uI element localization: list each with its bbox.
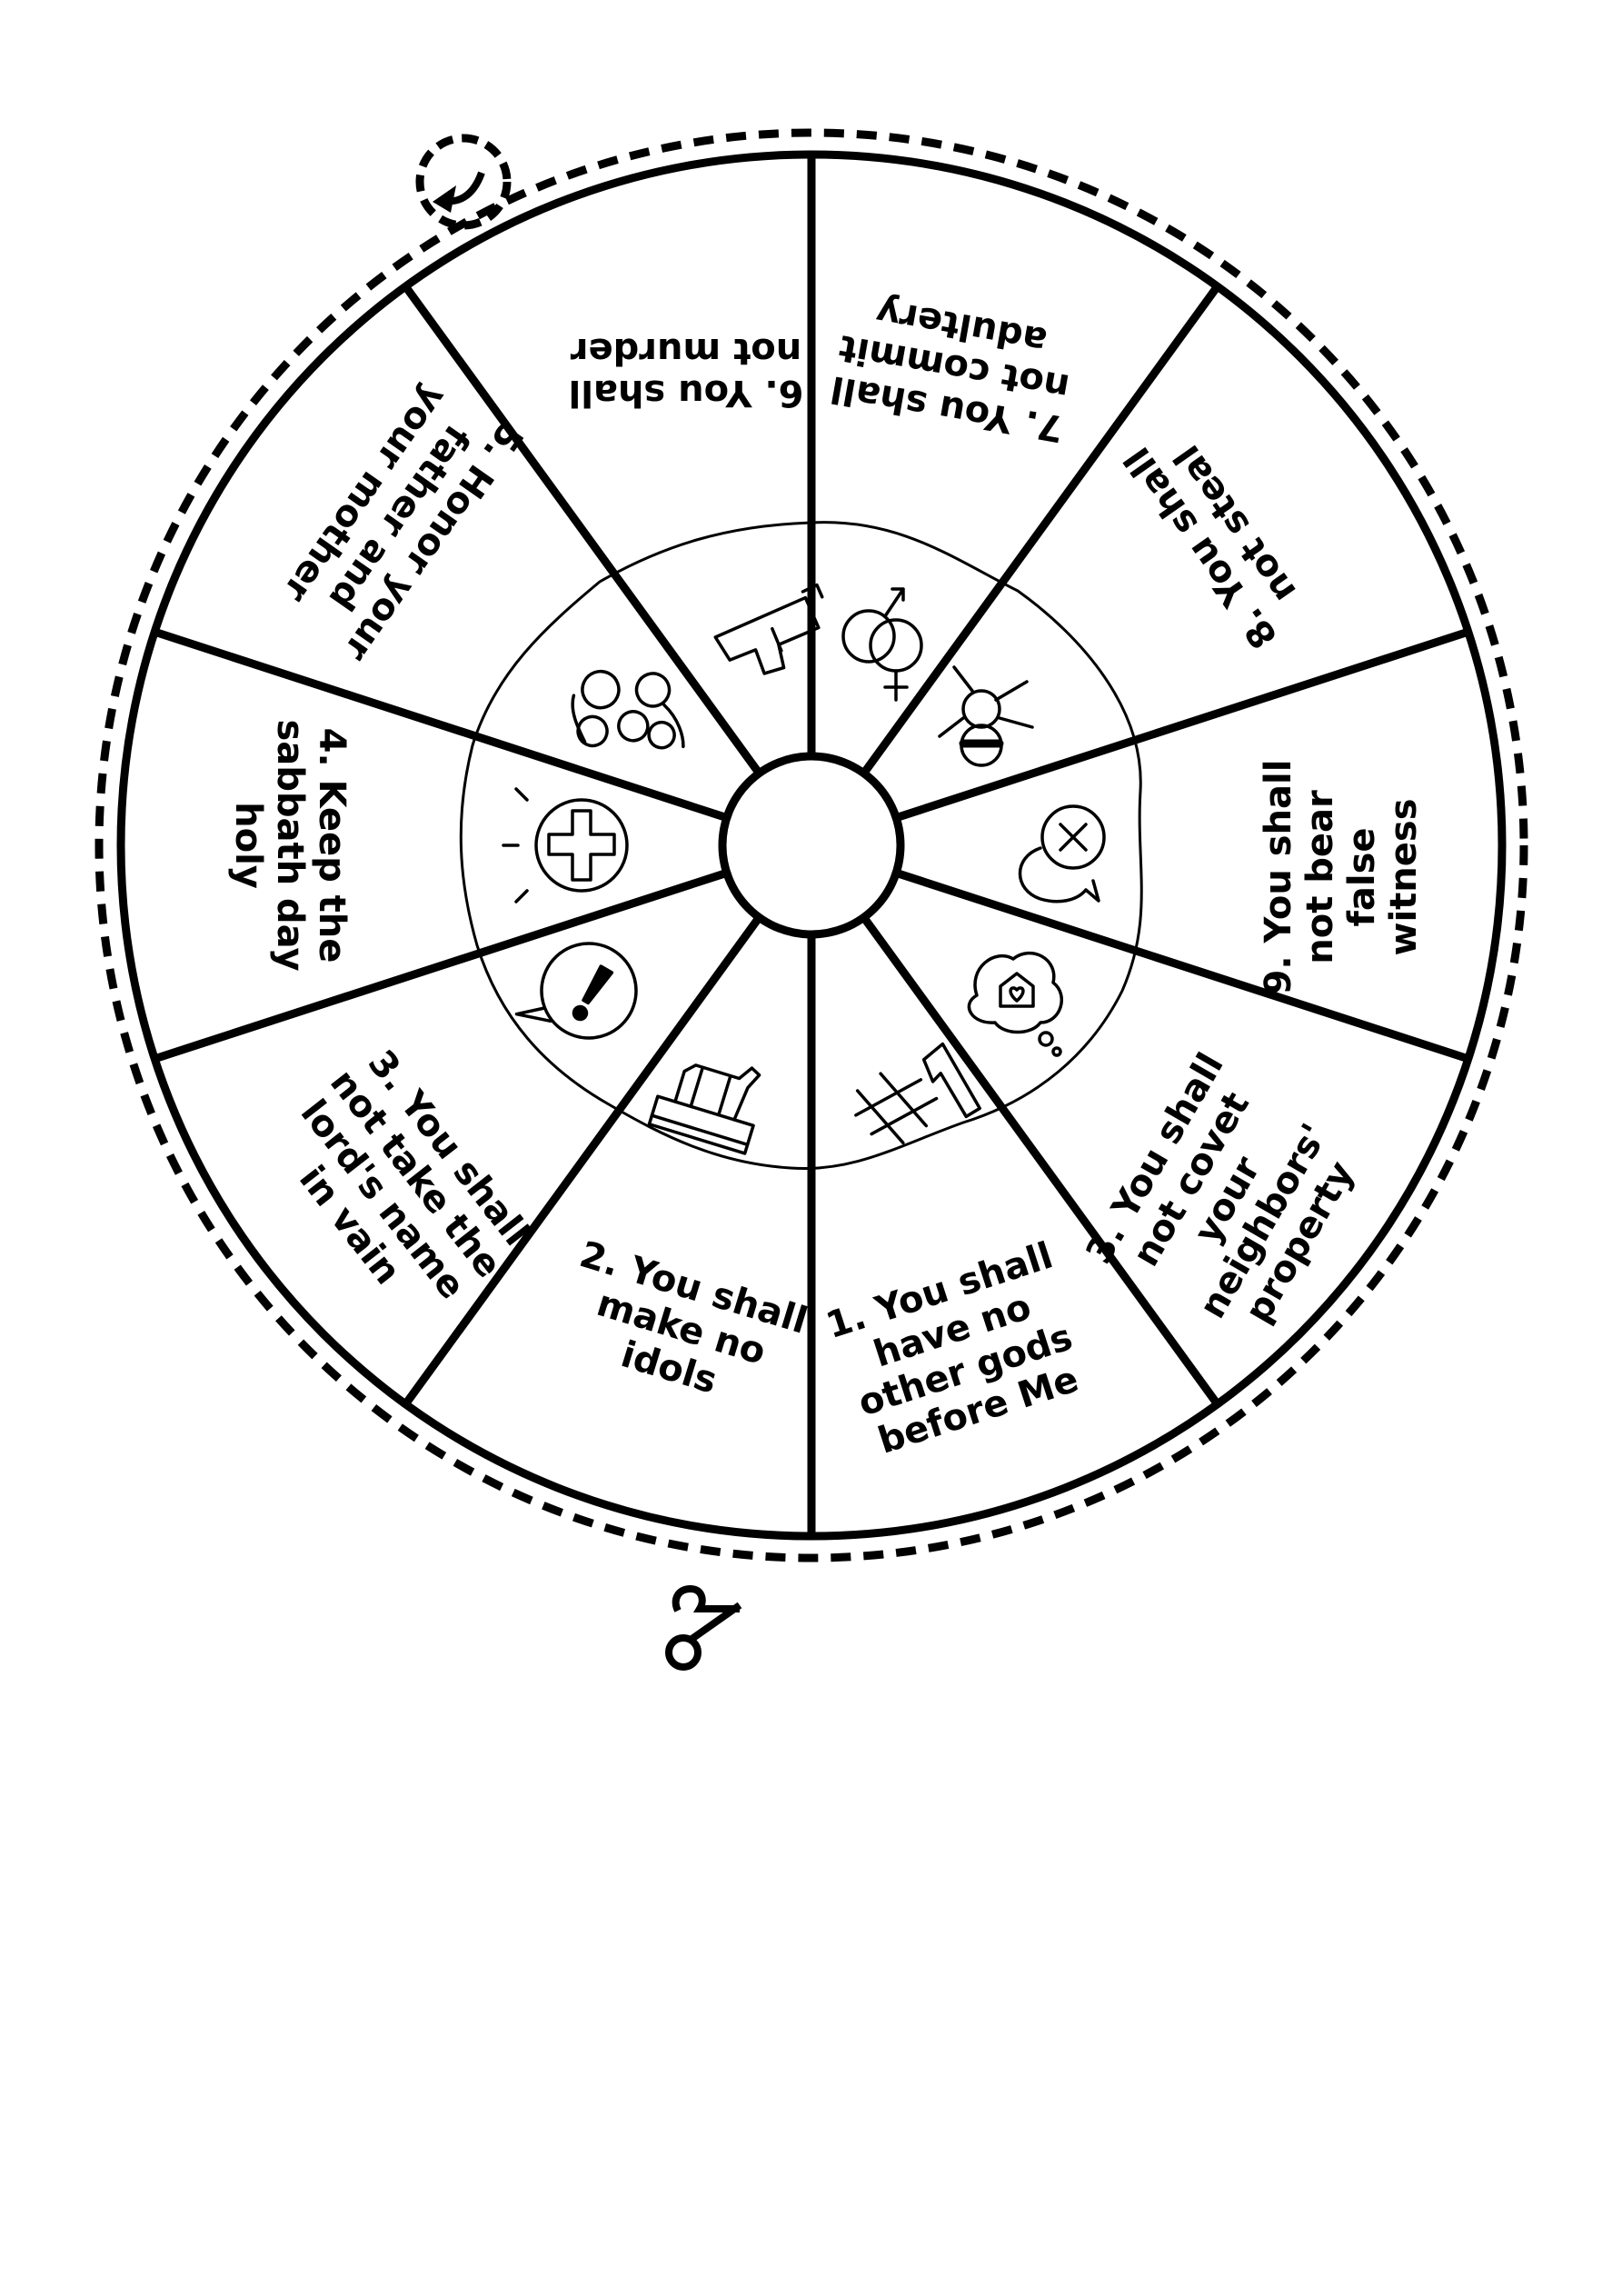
cut-line bbox=[95, 128, 1528, 1562]
segment-divider-7 bbox=[860, 284, 1221, 776]
segment-divider-4 bbox=[153, 627, 729, 822]
family-icon bbox=[571, 669, 685, 750]
segment-4-line-1: 4. Keep the bbox=[311, 728, 353, 963]
segment-9-line-2: not bear bbox=[1299, 790, 1341, 964]
crossed-speech-bubbles-icon bbox=[1018, 804, 1106, 903]
segment-divider-9 bbox=[894, 869, 1470, 1063]
segment-6-line-2: not murder bbox=[571, 330, 802, 372]
golden-calf-idol-icon bbox=[647, 1063, 761, 1155]
linked-gender-symbols-icon bbox=[841, 587, 923, 702]
glowing-cross-icon bbox=[502, 787, 629, 903]
scissors-icon bbox=[665, 1584, 742, 1671]
curved-arrow-icon bbox=[415, 134, 512, 230]
pistol-icon bbox=[713, 583, 824, 675]
segment-9-line-3: false bbox=[1341, 827, 1383, 926]
segment-dividers bbox=[153, 155, 1470, 1536]
segment-9-line-1: 9. You shall bbox=[1258, 760, 1299, 995]
segment-divider-10 bbox=[860, 914, 1221, 1407]
center-hub[interactable] bbox=[718, 752, 905, 939]
segment-divider-5 bbox=[402, 284, 763, 776]
segment-divider-2 bbox=[402, 914, 763, 1407]
exclamation-speech-bubble-icon bbox=[514, 942, 638, 1040]
segment-9-line-4: witness bbox=[1383, 798, 1425, 955]
segment-4-line-3: holy bbox=[227, 802, 269, 889]
masked-thief-icon bbox=[938, 665, 1034, 767]
segment-icons bbox=[502, 583, 1106, 1155]
number-one-hashtag-icon bbox=[854, 1042, 981, 1145]
segment-divider-3 bbox=[153, 869, 729, 1063]
icon-ring bbox=[459, 521, 1143, 1171]
segment-6-line-1: 6. You shall bbox=[569, 372, 804, 414]
segment-divider-8 bbox=[894, 627, 1470, 822]
segment-4-line-2: sabbath day bbox=[269, 719, 311, 971]
house-thought-bubble-icon bbox=[967, 951, 1064, 1057]
